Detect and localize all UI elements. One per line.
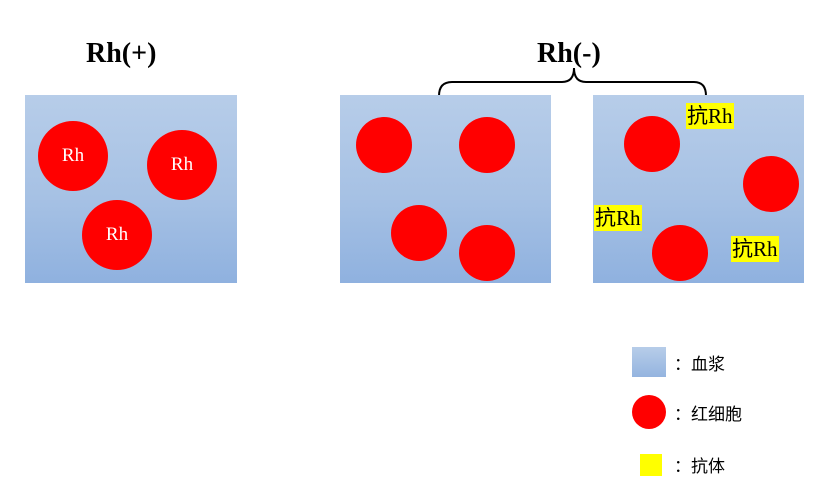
legend-red-cell-label: ：红细胞 [674, 404, 742, 425]
red-cell-swatch [632, 395, 666, 429]
red-cell-with-rh: Rh [38, 121, 108, 191]
legend-plasma-label: ：血浆 [674, 354, 725, 375]
red-cell [624, 116, 680, 172]
anti-rh-antibody: 抗Rh [686, 103, 734, 129]
plasma-panel-rh-positive: Rh Rh Rh [25, 95, 237, 283]
rh-negative-heading: Rh(-) [537, 38, 601, 69]
legend-plasma: ：血浆 [632, 347, 725, 377]
red-cell [743, 156, 799, 212]
legend-red-cell: ：红细胞 [632, 395, 742, 429]
legend-antibody: ：抗体 [632, 452, 725, 477]
red-cell [356, 117, 412, 173]
rh-positive-heading: Rh(+) [86, 38, 157, 69]
legend-antibody-label: ：抗体 [674, 457, 725, 477]
red-cell-with-rh: Rh [147, 130, 217, 200]
group-brace [438, 67, 707, 97]
antibody-swatch [640, 453, 662, 476]
red-cell [459, 117, 515, 173]
anti-rh-antibody: 抗Rh [731, 236, 779, 262]
red-cell-with-rh: Rh [82, 200, 152, 270]
plasma-swatch [632, 347, 666, 377]
red-cell [459, 225, 515, 281]
red-cell [652, 225, 708, 281]
red-cell [391, 205, 447, 261]
anti-rh-antibody: 抗Rh [594, 205, 642, 231]
plasma-panel-rh-negative [340, 95, 551, 283]
